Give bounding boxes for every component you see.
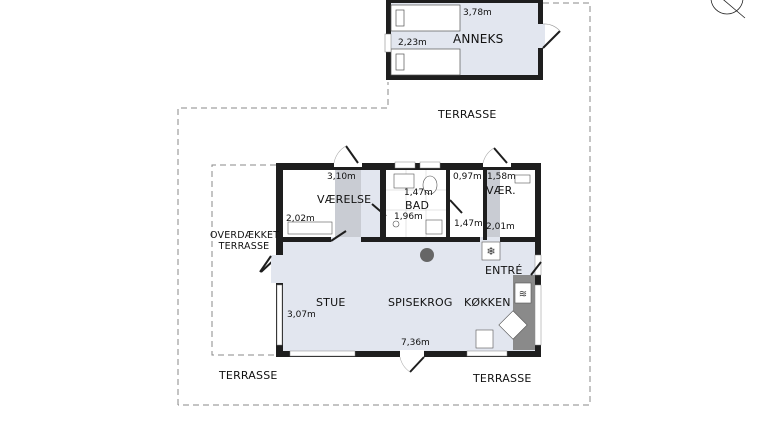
stue-dim: 3,07m [287, 310, 316, 320]
bed-icon [390, 4, 461, 32]
hall-dim-a: 0,97m [453, 172, 482, 182]
spisekrog-dim: 7,36m [401, 338, 430, 348]
room-vaer-label: VÆR. [486, 184, 516, 197]
vaer-dim-b: 2,01m [486, 222, 515, 232]
bad-dim-b: 1,96m [394, 212, 423, 222]
terrace-outline [177, 2, 591, 406]
svg-text:❄: ❄ [486, 245, 495, 258]
terrace-bottom-right-label: TERRASSE [473, 372, 532, 385]
bed-icon [287, 221, 333, 235]
main-house: ❄ ≋ [259, 145, 542, 373]
covered-terrace-label: OVERDÆKKET TERRASSE [210, 230, 280, 252]
terrace-top-label: TERRASSE [438, 108, 497, 121]
annex-building [384, 0, 561, 80]
toilet-icon [422, 175, 438, 195]
vaerelse-dim-b: 2,02m [286, 214, 315, 224]
bad-dim-a: 1,47m [404, 188, 433, 198]
room-entre-label: ENTRÉ [485, 264, 523, 277]
room-bad-label: BAD [405, 199, 430, 212]
vaer-dim-a: 1,58m [487, 172, 516, 182]
room-stue-label: STUE [316, 296, 346, 309]
compass-icon [710, 0, 746, 19]
sink-icon [393, 173, 415, 189]
svg-text:≋: ≋ [519, 289, 527, 300]
annex-width-dim: 2,23m [398, 38, 427, 48]
bed-icon [390, 48, 461, 76]
room-vaerelse-label: VÆRELSE [317, 193, 372, 206]
room-kokken-label: KØKKEN [464, 296, 511, 309]
freezer-icon [481, 241, 501, 261]
stove-icon [420, 248, 434, 262]
annex-label: ANNEKS [453, 32, 504, 46]
drain-icon [392, 220, 400, 228]
dishwasher-icon [475, 329, 494, 349]
annex-length-dim: 3,78m [463, 8, 492, 18]
terrace-bottom-left-label: TERRASSE [219, 369, 278, 382]
room-spisekrog-label: SPISEKROG [388, 296, 453, 309]
hall-dim-b: 1,47m [454, 219, 483, 229]
vaerelse-dim-a: 3,10m [327, 172, 356, 182]
